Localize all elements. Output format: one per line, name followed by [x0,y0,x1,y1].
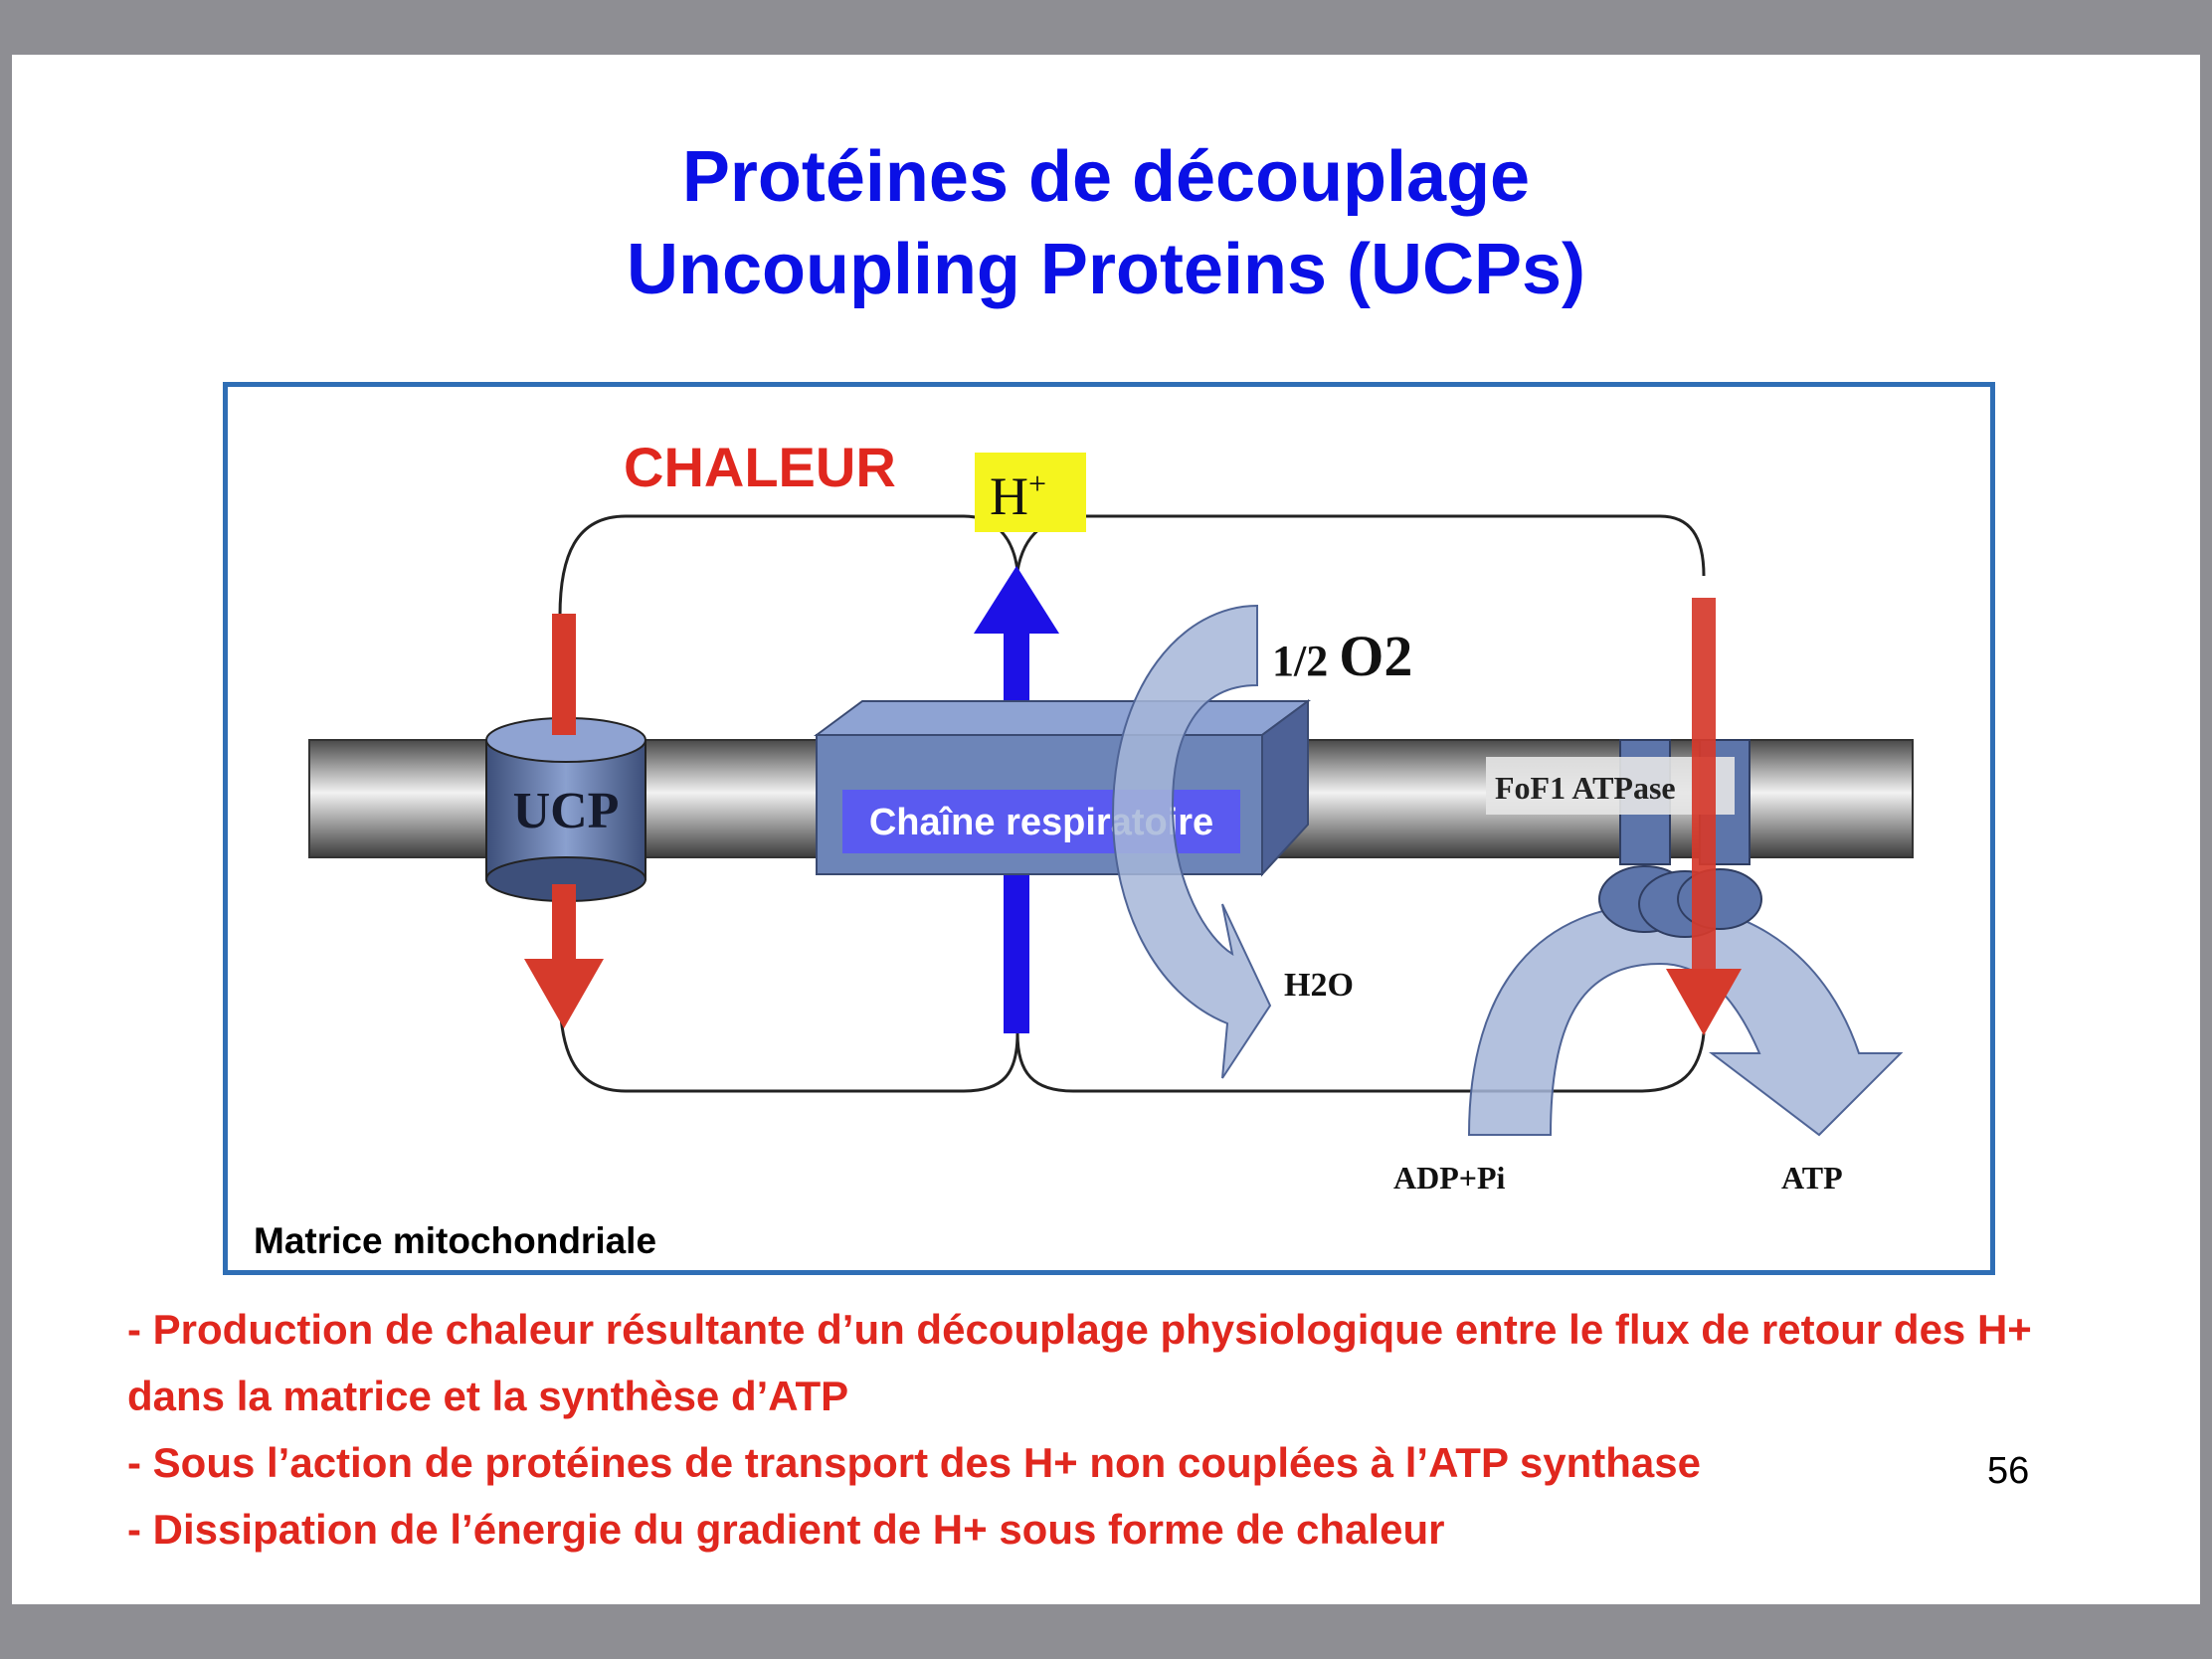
matrix-caption: Matrice mitochondriale [254,1220,657,1261]
bullet-1: - Production de chaleur résultante d’un … [127,1306,2032,1419]
ucp-proton-arrow-shaft [552,884,576,964]
h-plus-sup: + [1028,465,1046,501]
h-plus-box [975,453,1086,532]
ucp-proton-arrow-head [524,959,604,1028]
bullet-3: - Dissipation de l’énergie du gradient d… [127,1506,1445,1553]
slide-title: Protéines de découplage Uncoupling Prote… [0,131,2212,316]
bullet-list: - Production de chaleur résultante d’un … [127,1296,2126,1563]
half-o2-prefix: 1/2 [1272,637,1339,685]
adp-atp-arrow [1467,902,1904,1137]
ucp-proton-arrow-top [552,614,576,735]
proton-circuit-bottom-right [1015,994,1706,1093]
atpase-proton-arrow-head [1666,969,1742,1035]
atpase-label: FoF1 ATPase [1495,770,1676,806]
proton-circuit-bottom-left [558,993,1019,1093]
half-o2-label: 1/2 O2 [1272,624,1412,688]
atpase-head-right [1677,868,1762,930]
h-plus-label: H+ [990,465,1046,526]
ucp-diagram: UCP Chaîne respiratoire 1/2 O2 H2O FoF1 … [223,382,1995,1275]
title-line-1: Protéines de découplage [681,137,1531,217]
adp-label: ADP+Pi [1393,1160,1506,1196]
diagram-canvas: UCP Chaîne respiratoire 1/2 O2 H2O FoF1 … [308,436,1914,1196]
proton-circuit-top-left [558,514,1019,617]
bullet-2: - Sous l’action de protéines de transpor… [127,1439,1701,1486]
oxygen-to-water-arrow [1111,604,1272,1079]
h2o-label: H2O [1284,967,1354,1004]
chaleur-label: CHALEUR [624,436,896,498]
h-plus-letter: H [990,466,1028,526]
ucp-label: UCP [513,783,620,839]
atp-label: ATP [1781,1160,1843,1196]
half-o2-suffix: O2 [1339,624,1412,688]
proton-circuit-top-right [1015,514,1706,577]
title-line-2: Uncoupling Proteins (UCPs) [626,230,1586,309]
chain-proton-arrow-head [974,566,1059,634]
atpase-proton-arrow-shaft [1692,598,1716,974]
chain-box-top [813,700,1312,736]
page-number: 56 [1987,1450,2030,1492]
